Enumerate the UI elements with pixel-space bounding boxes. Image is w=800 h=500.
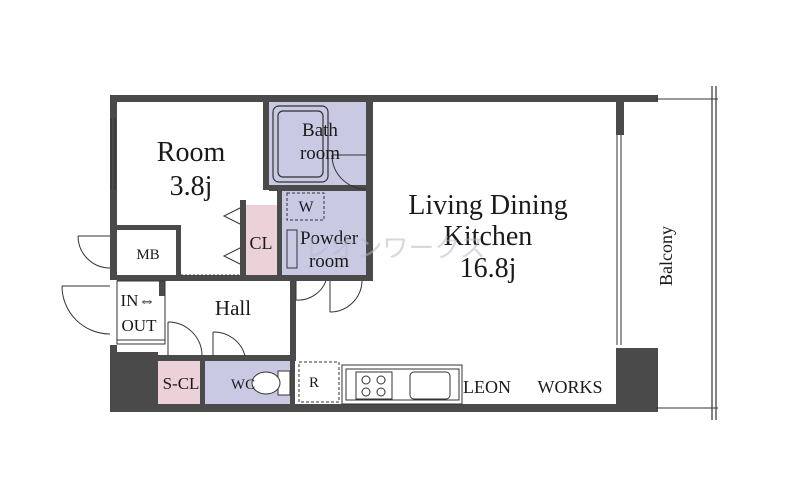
kitchen-counter (341, 364, 463, 405)
windows (110, 118, 622, 345)
ldk-size-label: 16.8j (460, 253, 517, 284)
brand-leon: LEON (463, 377, 511, 397)
powder-floor (281, 190, 371, 276)
mb-label: MB (136, 247, 159, 263)
in-out-label-2: OUT (122, 316, 158, 335)
wc-label: WC (231, 377, 255, 393)
entrance-lines (116, 274, 240, 345)
s-cl-label: S-CL (163, 374, 200, 393)
room-size-label: 3.8j (170, 171, 213, 202)
fridge-label: R (309, 375, 319, 391)
s-cl-floor (158, 360, 203, 408)
sink-icon (409, 371, 451, 400)
interior-walls (117, 95, 373, 408)
brand-works: WORKS (537, 377, 602, 397)
watermark: レオンワークス (304, 234, 485, 264)
cl-label: CL (249, 233, 272, 253)
room-label: Room (157, 137, 226, 168)
bath-label-2: room (300, 143, 340, 164)
vanity-icon (286, 229, 298, 269)
outer-walls (110, 95, 658, 412)
doors (61, 154, 367, 357)
hall-label: Hall (215, 296, 251, 320)
washer-label: W (298, 199, 314, 216)
fridge-space (298, 361, 340, 403)
washer-icon (286, 192, 325, 221)
powder-label-2: room (309, 251, 349, 272)
bath-floor (268, 101, 371, 187)
in-out-label-1: IN⇔ (121, 291, 156, 310)
balcony-label: Balcony (656, 226, 676, 286)
balcony (656, 86, 718, 420)
ldk-label-2: Kitchen (444, 221, 533, 252)
powder-label-1: Powder (300, 228, 359, 249)
bath-label-1: Bath (302, 120, 338, 141)
cl-floor (244, 205, 277, 275)
closet-folding-doors (222, 207, 241, 265)
bathtub-icon (272, 105, 329, 183)
toilet-icon (251, 370, 291, 396)
ldk-label-1: Living Dining (408, 190, 567, 221)
stove-icon (355, 371, 393, 400)
